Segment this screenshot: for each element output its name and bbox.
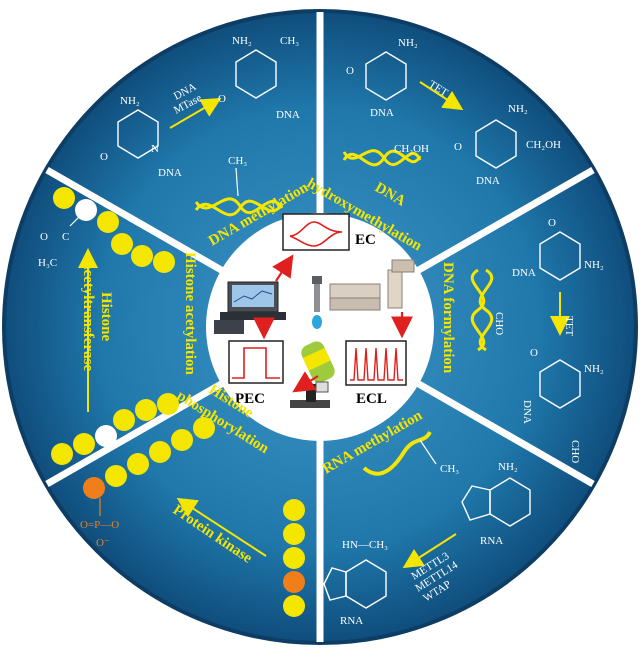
bead-chain-upper <box>53 187 175 273</box>
sector-dna-formylation: O NH₂ DNA TET O NH₂ CHO DNA CHO DNA form… <box>440 217 604 463</box>
o-label-2: O <box>218 93 226 105</box>
nh2-label-5: NH₂ <box>584 259 604 271</box>
helix-ch2oh-label: CH₂OH <box>394 143 429 155</box>
nh2-label-6: NH₂ <box>584 363 604 375</box>
dna-label-2: DNA <box>276 109 300 121</box>
acetyl-o-label: O <box>40 231 48 243</box>
ecl-instrument-icon <box>329 259 415 311</box>
nh2-label-7: NH₂ <box>498 461 518 473</box>
nh2-label-3: NH₂ <box>398 37 418 49</box>
pec-label: PEC <box>235 391 265 407</box>
ch3-label: CH₃ <box>280 35 299 47</box>
tet-text-2: TET <box>563 316 575 336</box>
helix-ch3-label: CH₃ <box>228 155 247 167</box>
dna-formylation-title: DNA formylation <box>440 262 456 374</box>
cytosine-ring <box>117 109 159 159</box>
o-label-5: O <box>548 217 556 229</box>
rna-strand <box>362 430 432 476</box>
h3c-label: H₃C <box>38 257 57 269</box>
ec-label: EC <box>355 232 376 248</box>
center-instruments: EC PEC ECL <box>214 213 415 408</box>
helix-cho-label: CHO <box>493 312 505 335</box>
cho-label: CHO <box>569 440 581 463</box>
bead-chain-lower <box>51 393 179 465</box>
acetyl-c-label: C <box>62 231 69 243</box>
5fc-ring <box>539 359 581 409</box>
dna-helix-3 <box>470 268 486 352</box>
mettl-arrow <box>402 533 457 569</box>
nh2-label: NH₂ <box>120 95 140 107</box>
center-red-arrows <box>253 254 413 393</box>
tet-arrow-1 <box>419 81 464 111</box>
rna-ch3-label: CH₃ <box>440 463 459 475</box>
acetyltransferase-text-2: acetyltransferase <box>80 262 96 371</box>
ch2oh-label: CH₂OH <box>526 139 561 151</box>
pec-plot-box <box>228 340 284 384</box>
histone-acetylation-title: Histone acetylation <box>182 252 198 376</box>
o-label-6: O <box>530 347 538 359</box>
watermark-text: 头条 @山东教育新闻网 <box>458 628 602 645</box>
potentiostat-icon <box>214 281 286 334</box>
dna-label: DNA <box>158 167 182 179</box>
bead-chain-top <box>83 417 215 499</box>
kinase-arrow <box>176 497 267 557</box>
dna-label-6: DNA <box>521 400 533 424</box>
ecl-label: ECL <box>356 391 387 407</box>
n-label: N <box>151 143 159 155</box>
bead-chain-vertical <box>283 499 305 617</box>
rna-label-1: RNA <box>480 535 503 547</box>
cv-curve <box>289 221 343 247</box>
sector-separators <box>45 12 595 642</box>
dna-label-3: DNA <box>370 107 394 119</box>
rna-label-2: RNA <box>340 615 363 627</box>
5mc-ring-b <box>365 51 407 101</box>
nh2-label-4: NH₂ <box>508 103 528 115</box>
acetyltransferase-text-1: Histone <box>98 292 114 342</box>
hn-ch3-label: HN—CH₃ <box>342 539 388 551</box>
5mc-ring <box>235 49 277 99</box>
o-minus-label: O⁻ <box>96 537 110 549</box>
o-label-4: O <box>454 141 462 153</box>
phosphate-label: O=P—O <box>80 519 119 531</box>
pec-pulse <box>232 347 280 379</box>
o-label-3: O <box>346 65 354 77</box>
mtase-arrow <box>169 97 222 129</box>
5hmc-ring-b <box>539 231 581 281</box>
o-label: O <box>100 151 108 163</box>
dna-label-4: DNA <box>476 175 500 187</box>
electrode-icon <box>312 276 322 329</box>
dna-label-5: DNA <box>512 267 536 279</box>
nh2-label-2: NH₂ <box>232 35 252 47</box>
ecl-peaks <box>350 347 403 381</box>
5hmc-ring <box>475 119 517 169</box>
sector-histone-acetylation: O C H₃C Histone acetyltransferase Histon… <box>38 187 198 465</box>
